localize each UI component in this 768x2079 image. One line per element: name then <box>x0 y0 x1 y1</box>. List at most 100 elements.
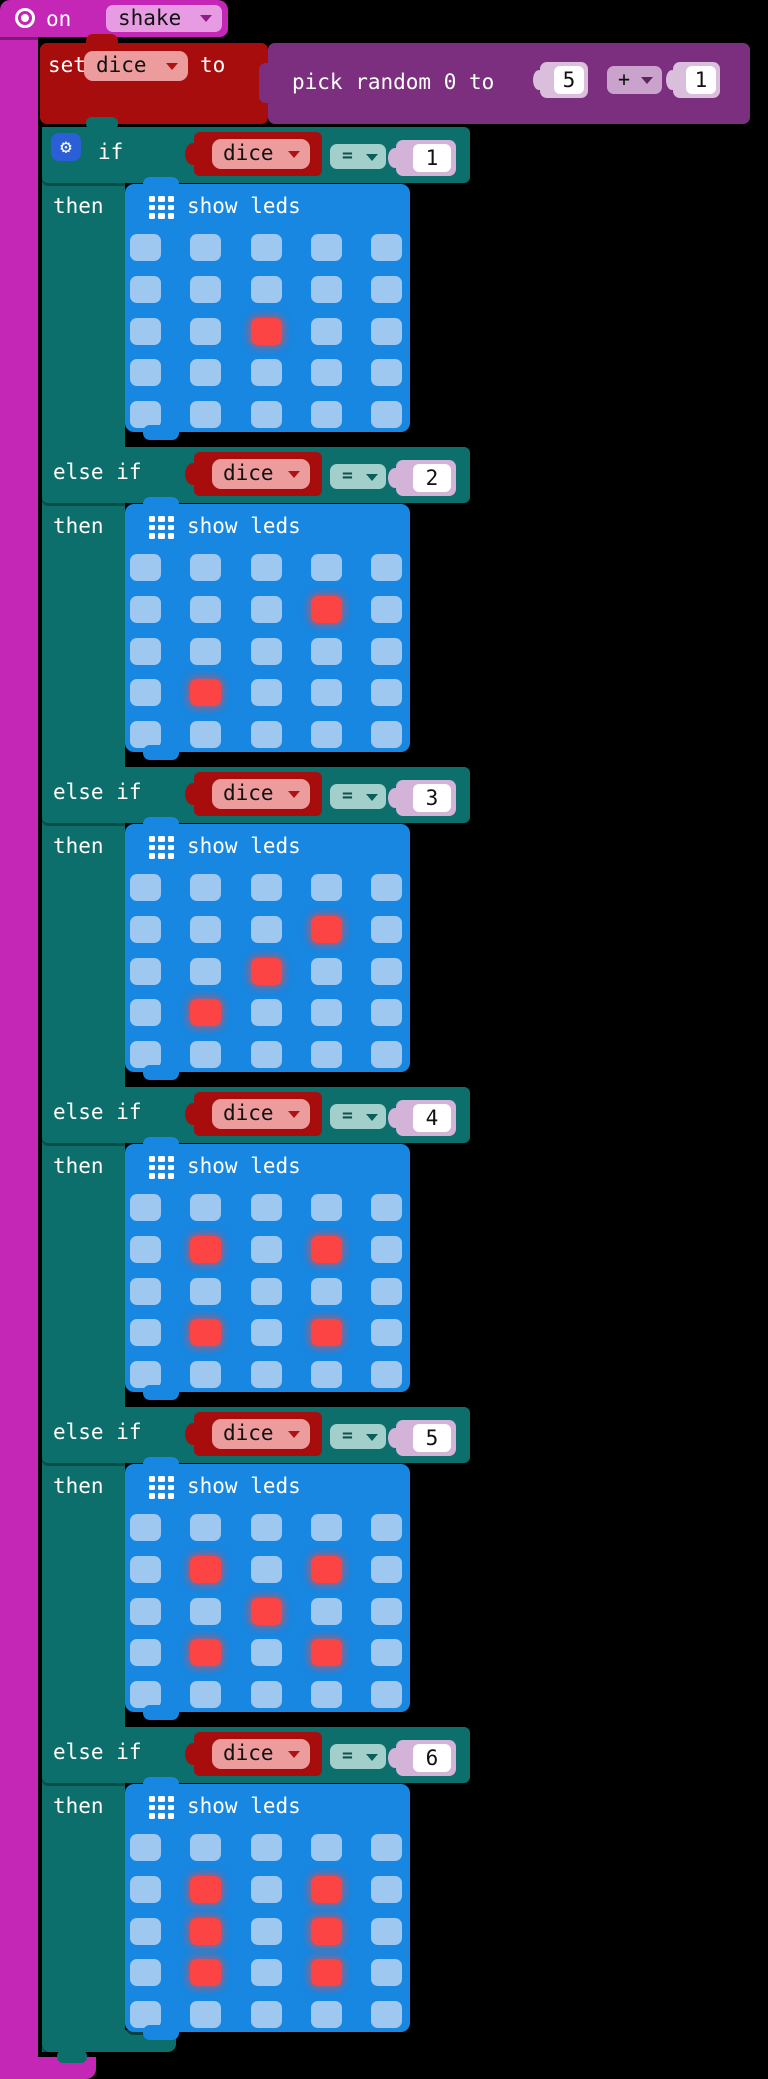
led-off[interactable] <box>130 957 161 985</box>
set-variable-block[interactable]: set dice to <box>40 34 268 124</box>
led-off[interactable] <box>310 1041 342 1069</box>
variable-dropdown[interactable]: dice <box>84 51 188 81</box>
led-off[interactable] <box>310 2001 342 2029</box>
condition-value-input[interactable]: 1 <box>413 144 451 172</box>
variable-dropdown[interactable]: dice <box>212 1099 310 1129</box>
led-off[interactable] <box>130 1875 161 1903</box>
led-on[interactable] <box>190 1917 222 1945</box>
led-on[interactable] <box>310 1319 342 1347</box>
led-off[interactable] <box>250 874 282 901</box>
led-off[interactable] <box>190 595 222 623</box>
led-off[interactable] <box>310 1597 342 1625</box>
led-off[interactable] <box>250 234 282 261</box>
led-off[interactable] <box>310 999 342 1027</box>
led-off[interactable] <box>250 2001 282 2029</box>
led-off[interactable] <box>371 957 403 985</box>
equals-dropdown[interactable]: = <box>330 144 386 169</box>
led-off[interactable] <box>250 1514 282 1541</box>
led-off[interactable] <box>310 275 342 303</box>
led-off[interactable] <box>371 637 403 665</box>
led-on[interactable] <box>190 999 222 1027</box>
led-off[interactable] <box>310 317 342 345</box>
on-shake-left-wall[interactable] <box>0 36 38 2079</box>
led-off[interactable] <box>250 401 282 429</box>
led-off[interactable] <box>371 1514 403 1541</box>
condition-value-input[interactable]: 6 <box>413 1744 451 1772</box>
led-off[interactable] <box>371 1681 403 1709</box>
led-on[interactable] <box>310 1917 342 1945</box>
number-input[interactable]: 5 <box>554 66 584 94</box>
led-off[interactable] <box>130 637 161 665</box>
led-off[interactable] <box>190 1041 222 1069</box>
led-off[interactable] <box>190 1834 222 1861</box>
led-off[interactable] <box>250 1917 282 1945</box>
led-off[interactable] <box>190 1597 222 1625</box>
show-leds-block[interactable]: show leds <box>125 1777 410 2040</box>
led-off[interactable] <box>371 234 403 261</box>
led-off[interactable] <box>130 275 161 303</box>
led-off[interactable] <box>130 317 161 345</box>
led-off[interactable] <box>371 401 403 429</box>
shake-dropdown[interactable]: shake <box>106 5 222 32</box>
led-off[interactable] <box>130 1235 161 1263</box>
led-on[interactable] <box>190 1639 222 1667</box>
plus-operator-dropdown[interactable]: + <box>607 66 662 94</box>
led-on[interactable] <box>190 1959 222 1987</box>
gear-icon[interactable]: ⚙ <box>51 133 81 161</box>
condition-value-input[interactable]: 4 <box>413 1104 451 1132</box>
led-on[interactable] <box>310 1875 342 1903</box>
led-off[interactable] <box>371 1639 403 1667</box>
led-off[interactable] <box>130 1917 161 1945</box>
led-off[interactable] <box>190 554 222 581</box>
led-off[interactable] <box>310 1194 342 1221</box>
led-off[interactable] <box>371 1917 403 1945</box>
led-off[interactable] <box>190 1681 222 1709</box>
led-off[interactable] <box>130 1597 161 1625</box>
led-off[interactable] <box>371 1597 403 1625</box>
equals-dropdown[interactable]: = <box>330 1424 386 1449</box>
condition-bar[interactable]: else if dice = 2 <box>42 447 470 503</box>
condition-value-input[interactable]: 2 <box>413 464 451 492</box>
equals-dropdown[interactable]: = <box>330 1744 386 1769</box>
led-off[interactable] <box>190 1277 222 1305</box>
led-off[interactable] <box>130 1194 161 1221</box>
led-off[interactable] <box>130 679 161 707</box>
led-off[interactable] <box>250 554 282 581</box>
led-off[interactable] <box>130 1361 161 1389</box>
led-off[interactable] <box>250 275 282 303</box>
led-off[interactable] <box>130 1319 161 1347</box>
led-off[interactable] <box>190 317 222 345</box>
condition-bar[interactable]: ⚙ if dice = 1 <box>42 127 470 183</box>
led-off[interactable] <box>310 401 342 429</box>
led-off[interactable] <box>310 359 342 387</box>
led-off[interactable] <box>190 401 222 429</box>
led-off[interactable] <box>371 1277 403 1305</box>
number-input[interactable]: 1 <box>686 66 716 94</box>
show-leds-block[interactable]: show leds <box>125 177 410 440</box>
led-off[interactable] <box>310 957 342 985</box>
led-off[interactable] <box>250 915 282 943</box>
led-off[interactable] <box>250 999 282 1027</box>
led-off[interactable] <box>371 595 403 623</box>
variable-dropdown[interactable]: dice <box>212 779 310 809</box>
led-off[interactable] <box>250 721 282 749</box>
led-on[interactable] <box>310 1555 342 1583</box>
condition-bar[interactable]: else if dice = 3 <box>42 767 470 823</box>
led-off[interactable] <box>190 275 222 303</box>
led-off[interactable] <box>130 595 161 623</box>
led-off[interactable] <box>130 721 161 749</box>
led-off[interactable] <box>371 1555 403 1583</box>
led-off[interactable] <box>371 915 403 943</box>
led-off[interactable] <box>130 915 161 943</box>
led-off[interactable] <box>371 1875 403 1903</box>
led-off[interactable] <box>190 637 222 665</box>
variable-block[interactable]: dice <box>185 772 322 816</box>
led-off[interactable] <box>371 1834 403 1861</box>
led-off[interactable] <box>371 1361 403 1389</box>
led-off[interactable] <box>130 1514 161 1541</box>
led-on[interactable] <box>250 957 282 985</box>
led-off[interactable] <box>310 1834 342 1861</box>
led-on[interactable] <box>190 1875 222 1903</box>
led-off[interactable] <box>130 874 161 901</box>
led-on[interactable] <box>190 1319 222 1347</box>
